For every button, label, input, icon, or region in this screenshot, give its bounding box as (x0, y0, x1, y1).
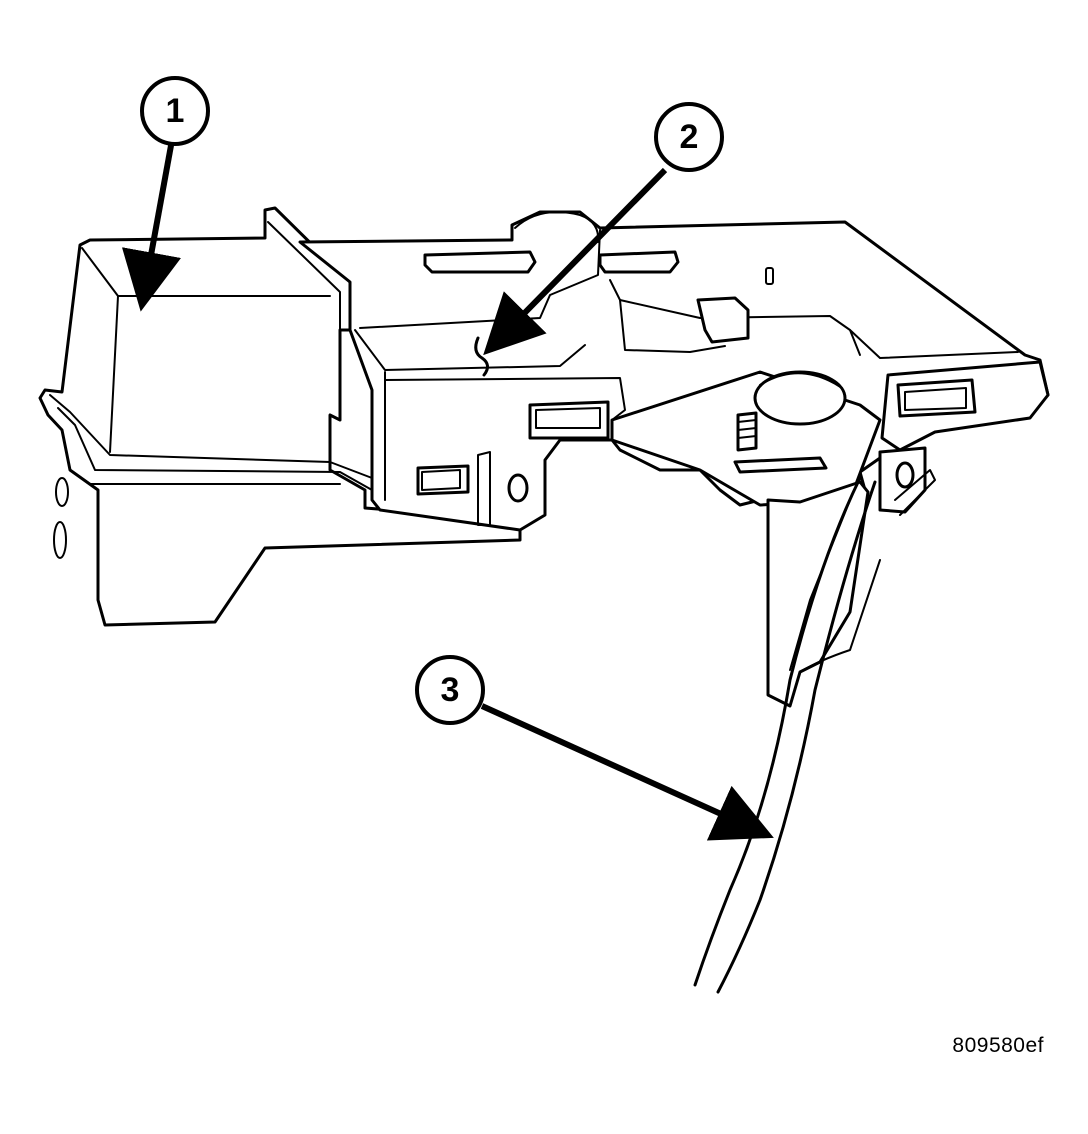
bracket-section (610, 360, 1050, 708)
callout-1: 1 (140, 76, 210, 146)
callout-3-leader (480, 703, 774, 841)
callout-2: 2 (654, 102, 724, 172)
callout-1-label: 1 (166, 92, 185, 130)
callout-3-label: 3 (441, 671, 460, 709)
callout-1-leader (121, 139, 181, 312)
figure-id: 809580ef (952, 1034, 1044, 1057)
callout-2-leader (483, 167, 668, 356)
clip-wire (474, 336, 489, 377)
callout-2-label: 2 (680, 118, 699, 156)
callout-3: 3 (415, 655, 485, 725)
housing-body (38, 206, 522, 627)
lead-wire (693, 469, 936, 994)
